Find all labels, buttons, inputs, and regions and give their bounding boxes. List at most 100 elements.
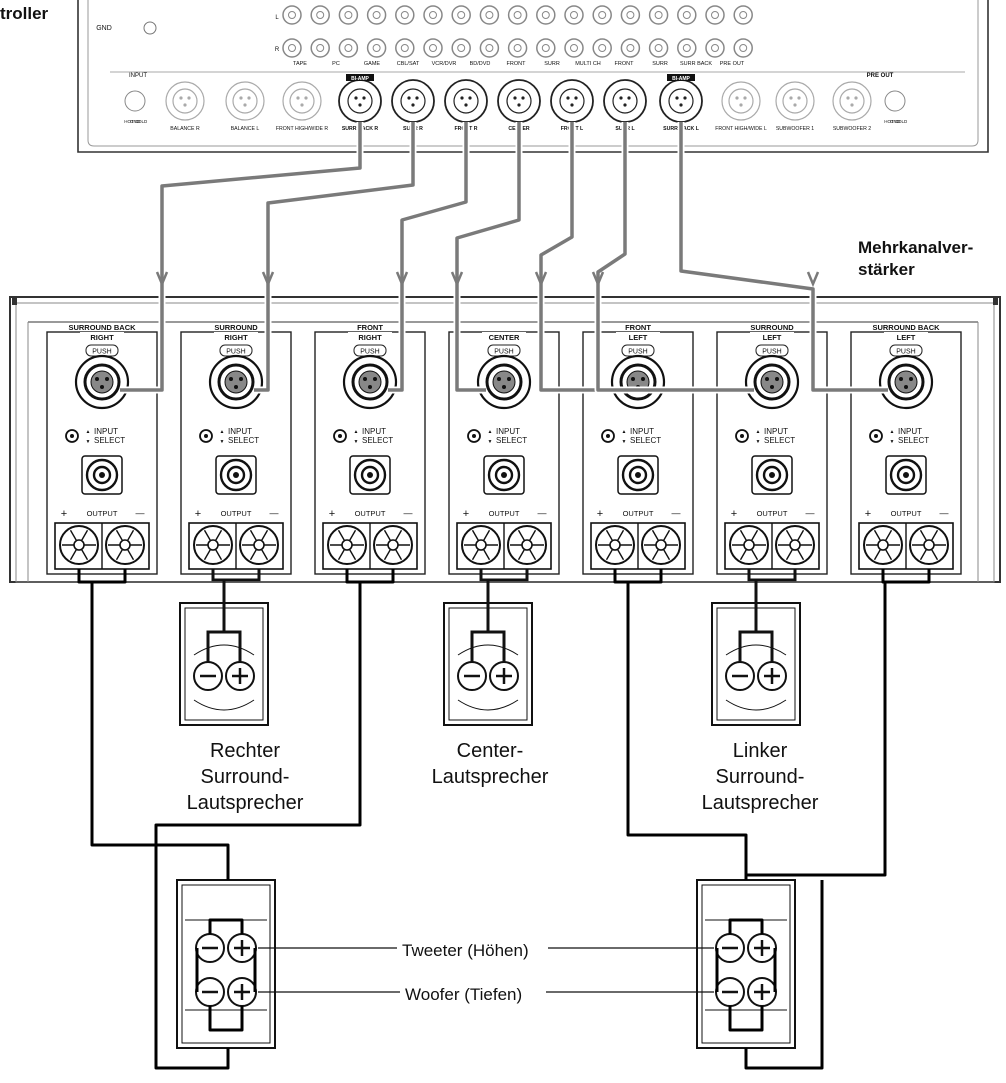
- xlr-jack-inner: [506, 88, 532, 114]
- rca-jack: [733, 5, 753, 25]
- speaker-wire-minus: [738, 580, 758, 662]
- output-plus-sign: +: [463, 508, 469, 520]
- xlr-jack-outer: [832, 81, 872, 121]
- controller-top-label: FRONT: [615, 61, 635, 67]
- xlr-jack-outer: [282, 81, 322, 121]
- speaker-cone-arc: [457, 644, 519, 656]
- output-minus-sign: —: [806, 508, 815, 518]
- terminal-plus: [729, 525, 769, 565]
- signal-cable: [679, 122, 888, 392]
- controller-top-label: PRE OUT: [720, 61, 745, 67]
- push-label: PUSH: [762, 349, 781, 356]
- front-right-speaker-tweeter-terminals: [195, 933, 257, 963]
- input-select-down-arrow: ▼: [488, 439, 493, 445]
- rca-jack-center: [457, 11, 466, 19]
- front-left-speaker-woofer-terminals: [715, 977, 777, 1007]
- xlr-pin: [411, 103, 415, 107]
- output-minus-sign: —: [672, 508, 681, 518]
- input-select-label-line2: SELECT: [764, 436, 795, 445]
- rca-jack: [648, 38, 669, 58]
- terminal-plus: [863, 525, 903, 565]
- rca-jack: [507, 5, 528, 25]
- rca-jack-center: [429, 44, 437, 52]
- front-left-speaker: [696, 879, 796, 1049]
- xlr-pin: [797, 96, 801, 100]
- output-plus-sign: +: [61, 508, 67, 520]
- output-label: OUTPUT: [355, 509, 386, 518]
- terminal-minus: [239, 525, 279, 565]
- signal-arrow-icon: [450, 271, 464, 288]
- input-select-down-arrow: ▼: [890, 439, 895, 445]
- tweeter-bridge-wire: [208, 918, 244, 934]
- center-label-line2: Lautsprecher: [431, 766, 549, 788]
- output-label: OUTPUT: [757, 509, 788, 518]
- output-label: OUTPUT: [221, 509, 252, 518]
- binding-post-center: [743, 539, 755, 551]
- speaker-wire-plus: [224, 630, 242, 662]
- speaker-wire-bridge: [747, 569, 797, 582]
- input-select-up-arrow: ▲: [890, 429, 895, 435]
- xlr-pin: [300, 103, 304, 107]
- woofer-bridge-wire: [208, 1006, 244, 1032]
- rca-input-jack-pin: [635, 472, 641, 478]
- channel-label-line2: RIGHT: [358, 333, 382, 342]
- xlr-jack-inner: [782, 88, 808, 114]
- xlr-input-jack-core: [492, 370, 516, 394]
- channel-label-line2: LEFT: [763, 333, 782, 342]
- xlr-pin: [239, 96, 243, 100]
- xlr-jack-outer: [721, 81, 761, 121]
- rca-jack-center: [316, 44, 325, 52]
- xlr-pin: [296, 96, 300, 100]
- controller-label: troller: [0, 4, 49, 23]
- xlr-pin: [179, 96, 183, 100]
- signal-cable: [120, 122, 362, 392]
- signal-arrow-icon: [155, 271, 169, 288]
- signal-arrow-icon: [395, 271, 409, 288]
- xlr-jack-inner: [172, 88, 198, 114]
- signal-cable: [539, 122, 620, 392]
- binding-post-center: [521, 539, 533, 551]
- output-plus-sign: +: [731, 508, 737, 520]
- xlr-pin: [354, 96, 358, 100]
- binding-post-center: [73, 539, 85, 551]
- controller-jack-label: SUBWOOFER 2: [833, 126, 871, 132]
- xlr-jack-outer: [444, 79, 488, 123]
- input-select-label-line2: SELECT: [496, 436, 527, 445]
- rca-jack: [620, 38, 641, 58]
- rca-jack-center: [739, 11, 748, 19]
- output-label: OUTPUT: [891, 509, 922, 518]
- controller-top-label: SURR BACK: [680, 61, 712, 67]
- binding-post-center: [923, 539, 935, 551]
- rca-jack: [564, 38, 584, 58]
- xlr-pin: [683, 96, 687, 100]
- rca-jack-center: [400, 11, 409, 19]
- output-minus-sign: —: [940, 508, 949, 518]
- input-select-switch-core: [740, 434, 744, 438]
- controller-jack-label: FRONT HIGH/WIDE R: [276, 126, 329, 132]
- pin-label: HOT: [124, 119, 134, 124]
- pin-diagram-icon: [884, 90, 906, 112]
- controller-top-label: PC: [332, 61, 340, 67]
- pin-label: GND: [890, 119, 901, 124]
- input-select-label-line1: INPUT: [94, 427, 118, 436]
- amplifier-label-line2: stärker: [858, 260, 915, 279]
- binding-post-center: [119, 539, 131, 551]
- left-surround-label-line3: Lautsprecher: [701, 792, 819, 814]
- pre-out-section-label: PRE OUT: [867, 73, 894, 79]
- speaker-wire-minus: [470, 580, 490, 662]
- rca-jack-center: [541, 11, 550, 19]
- speaker-wire-plus: [756, 630, 774, 662]
- input-select-switch-core: [70, 434, 74, 438]
- xlr-jack-inner: [347, 88, 373, 114]
- xlr-input-jack-core: [90, 370, 114, 394]
- xlr-input-jack-core: [358, 370, 382, 394]
- push-label: PUSH: [360, 349, 379, 356]
- rca-jack-center: [541, 44, 550, 52]
- xlr-input-pin: [234, 385, 238, 389]
- rca-jack: [705, 38, 725, 58]
- woofer-bridge-wire: [728, 1006, 764, 1032]
- xlr-input-pin: [631, 377, 635, 381]
- output-plus-sign: +: [865, 508, 871, 520]
- rca-jack: [479, 38, 500, 58]
- input-select-switch-core: [204, 434, 208, 438]
